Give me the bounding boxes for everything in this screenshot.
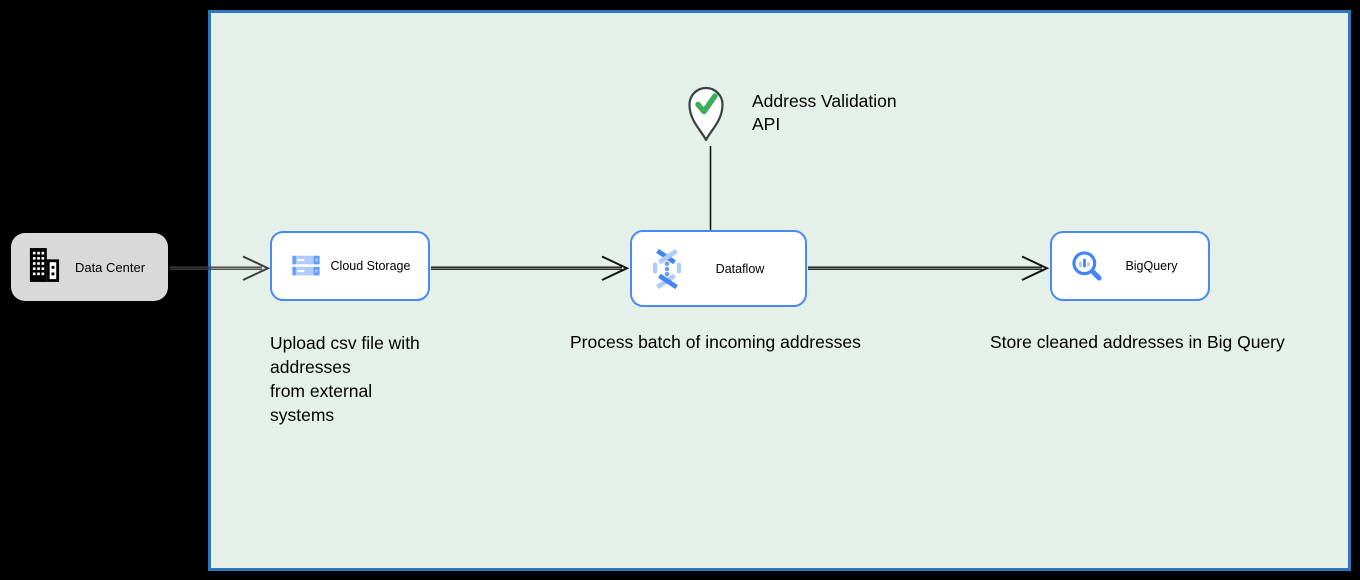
- node-label: Data Center: [74, 259, 146, 275]
- node-label: BigQuery: [1125, 259, 1178, 273]
- caption-line: from external: [270, 381, 373, 401]
- caption-line: addresses: [270, 357, 351, 377]
- caption-line: systems: [270, 405, 335, 425]
- node-bigquery[interactable]: BigQuery: [1050, 231, 1210, 301]
- caption-dataflow: Process batch of incoming addresses: [570, 332, 861, 352]
- node-dataflow[interactable]: Dataflow: [630, 230, 807, 307]
- caption-line: Upload csv file with: [270, 333, 420, 353]
- node-label: Dataflow: [715, 261, 765, 276]
- node-address-validation[interactable]: [686, 78, 726, 144]
- bigquery-icon: [1069, 248, 1105, 284]
- address-validation-label-line: Address Validation: [752, 91, 897, 111]
- dataflow-icon: [649, 248, 685, 290]
- cloud-storage-icon: [289, 249, 323, 283]
- node-cloud-storage[interactable]: Cloud Storage: [270, 231, 430, 301]
- caption-bigquery: Store cleaned addresses in Big Query: [990, 332, 1285, 352]
- address-validation-label-line: API: [752, 114, 781, 134]
- building-icon: [28, 245, 60, 290]
- node-label: Cloud Storage: [330, 259, 411, 273]
- address-validation-label: Address Validation API: [752, 90, 897, 136]
- map-pin-check-icon: [686, 86, 726, 148]
- node-data-center[interactable]: Data Center: [11, 233, 168, 301]
- caption-cloud-storage: Upload csv file with addresses from exte…: [270, 331, 490, 427]
